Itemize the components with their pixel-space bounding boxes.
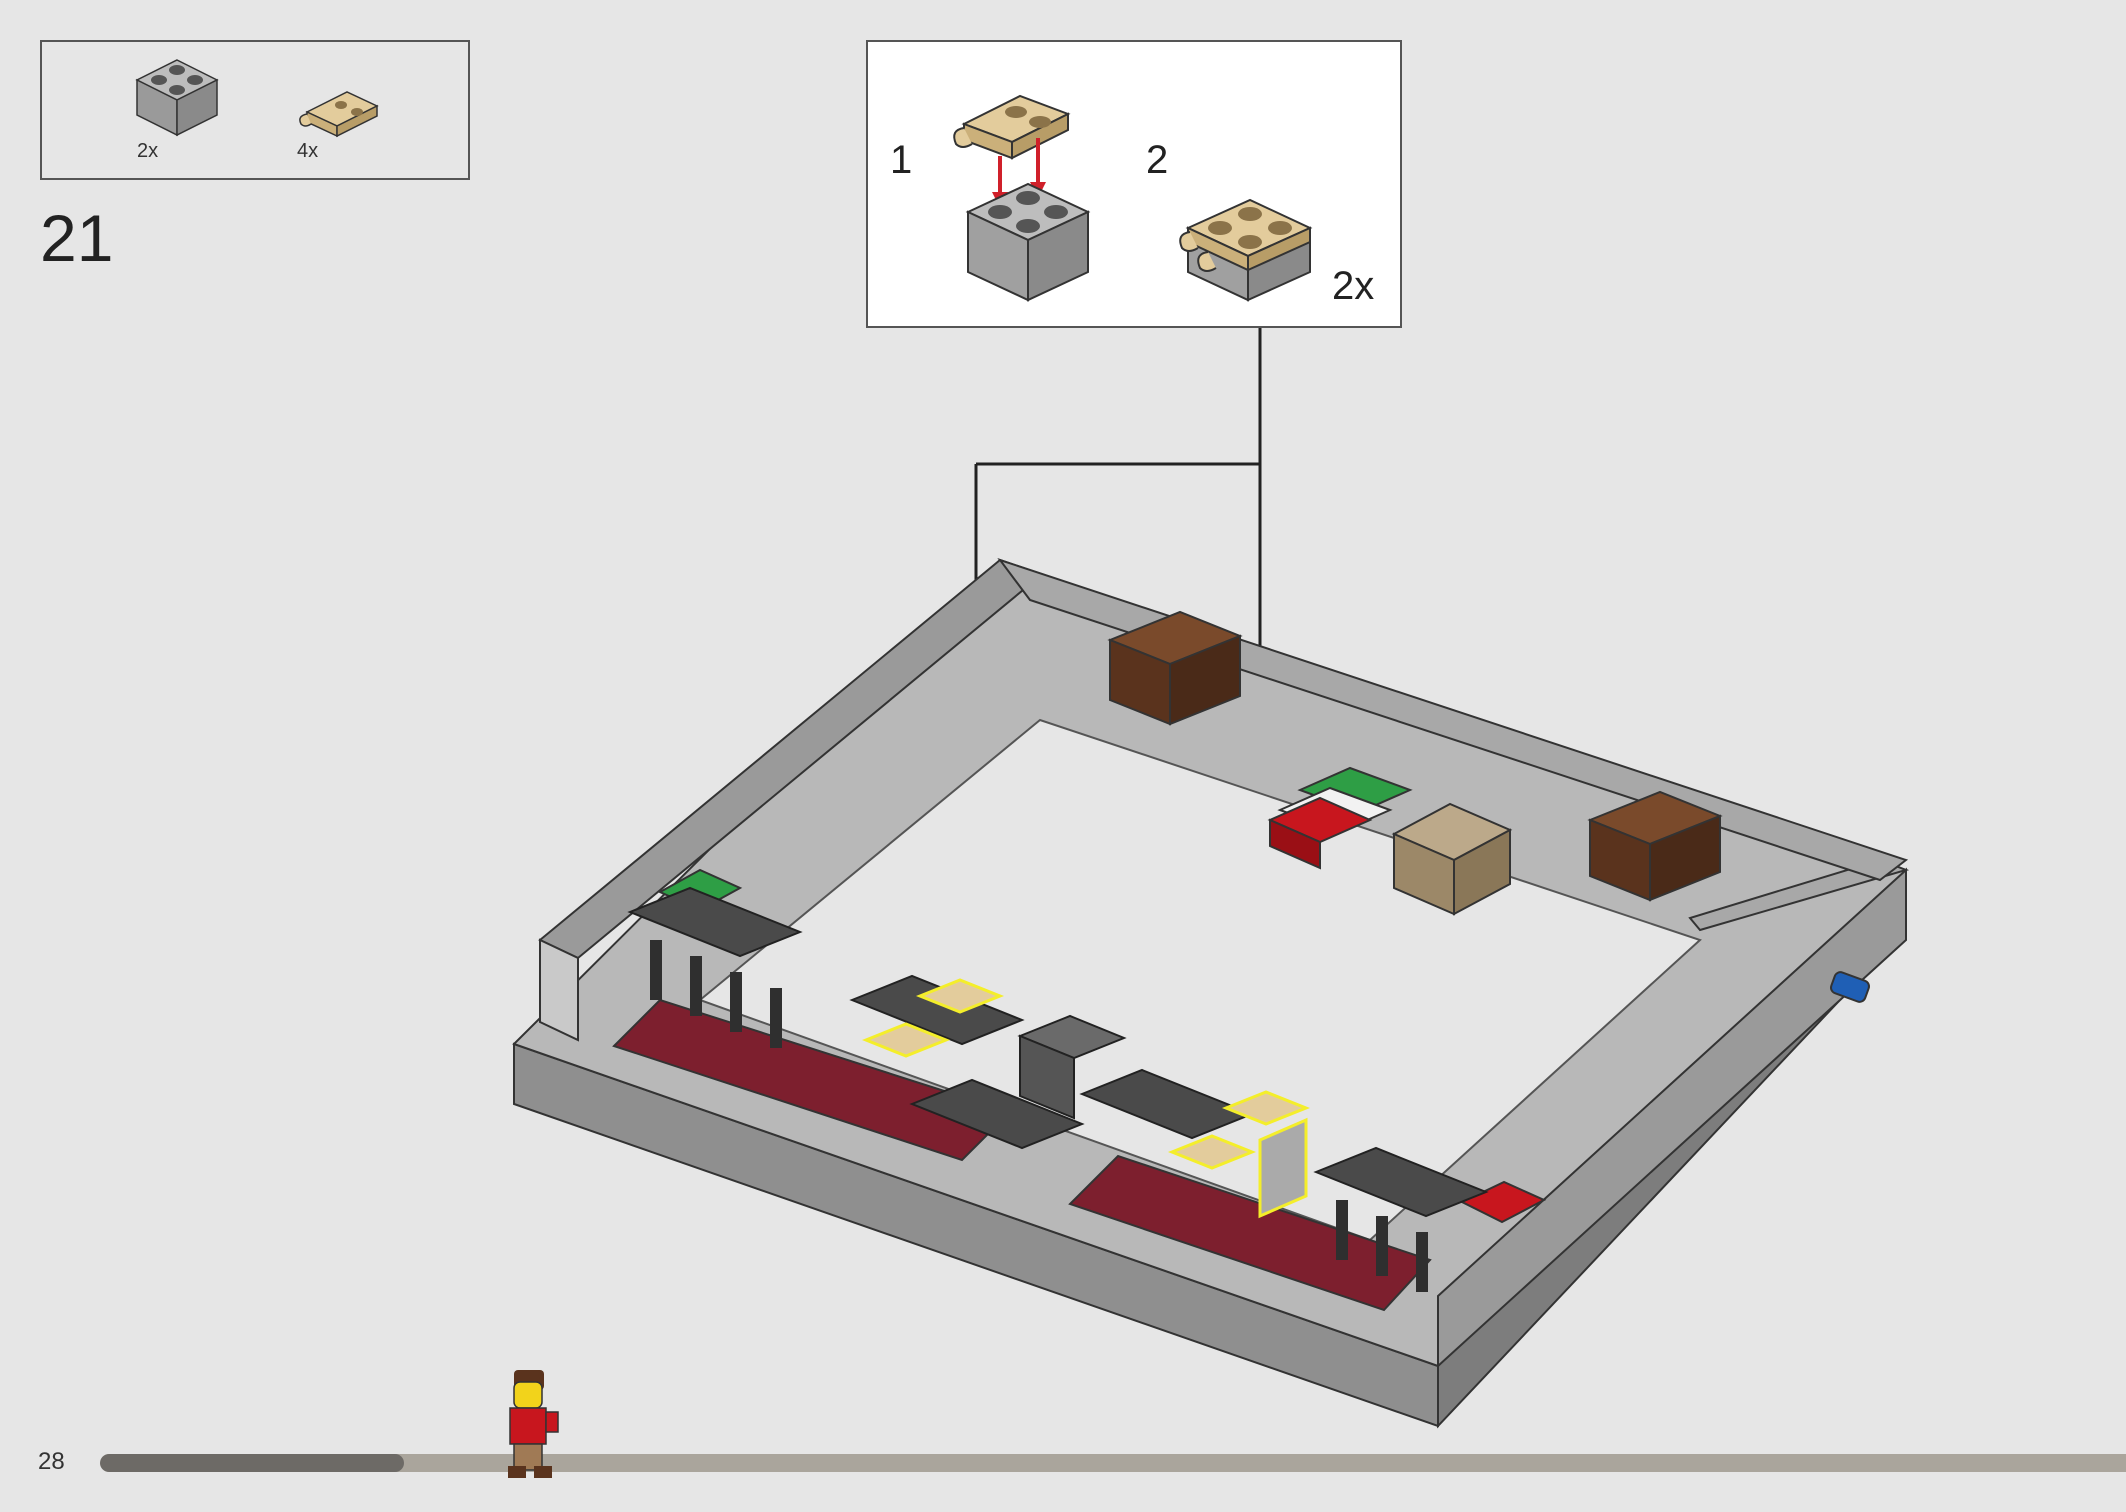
right-wall — [1437, 858, 1910, 1369]
new-gray-bricks — [1017, 1014, 1308, 1219]
callout-arrowhead-right — [1246, 1072, 1274, 1106]
tan-plate-with-clips-icon — [299, 91, 379, 138]
railing-right — [1313, 1146, 1489, 1292]
page-number: 28 — [38, 1448, 65, 1475]
part-quantity-1: 2x — [137, 140, 159, 162]
callout-connector-lines — [974, 328, 1262, 1080]
flag-bricks — [1267, 766, 1413, 870]
new-tan-plates-highlighted — [861, 978, 1311, 1170]
inner-opening — [698, 718, 1702, 1242]
callout-arrowhead-left — [962, 964, 990, 998]
sub-step-2-illustration — [1179, 198, 1313, 302]
parts-list-box: 2x 4x — [40, 40, 470, 180]
sub-assembly-illustrations — [953, 94, 1313, 302]
tan-plate-icon — [953, 94, 1071, 160]
progress-fill — [100, 1454, 404, 1472]
blue-clip — [1830, 971, 1870, 1003]
left-wall — [538, 558, 1042, 1042]
sub-step-1-label: 1 — [890, 138, 913, 182]
gray-2x2-brick-icon — [135, 59, 219, 137]
gray-brick-icon — [965, 182, 1091, 302]
green-plate — [657, 868, 743, 912]
dark-red-tiles — [612, 998, 1432, 1312]
brown-brick-right — [1587, 790, 1723, 902]
sub-assembly-multiplier: 2x — [1332, 264, 1375, 308]
back-wall — [997, 558, 1909, 882]
parts-list-illustrations — [135, 59, 379, 138]
tan-crate — [1391, 802, 1513, 916]
red-plate — [1459, 1180, 1547, 1224]
railing-left — [627, 886, 803, 1048]
brown-brick-back — [1107, 610, 1243, 726]
railing-center — [849, 974, 1255, 1150]
progress-track — [100, 1454, 2126, 1472]
sub-assembly-callout: 1 2 2x — [866, 40, 1402, 328]
sub-step-2-label: 2 — [1146, 138, 1169, 182]
sub-step-1-illustration — [953, 94, 1091, 302]
part-quantity-2: 4x — [297, 140, 319, 162]
base-plate — [512, 558, 1908, 1429]
step-number: 21 — [40, 201, 114, 275]
